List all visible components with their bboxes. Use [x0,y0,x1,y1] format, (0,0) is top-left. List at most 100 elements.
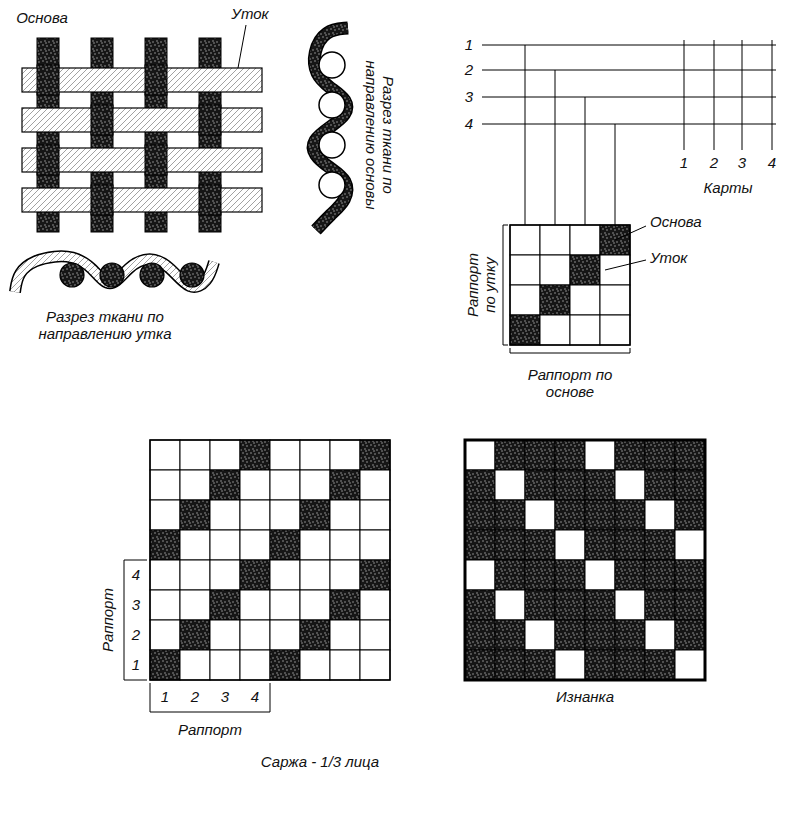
weave-cell [180,590,210,620]
warp-over-weft [145,65,167,95]
weave-cell [210,620,240,650]
weave-cell [675,530,705,560]
card-line [684,40,685,150]
callout-label: Основа [650,213,702,230]
weave-cell [210,560,240,590]
weave-cell [360,500,390,530]
weave-cell [240,530,270,560]
weave-cell [615,560,645,590]
weave-cell [645,530,675,560]
weave-cell [495,590,525,620]
cards-label: Карты [703,179,752,196]
weave-cell [510,285,540,315]
weft-thread [22,108,262,132]
warp-over-weft [199,185,221,215]
weave-cell [525,440,555,470]
weft-cross-section [319,92,345,118]
weave-cell [540,225,570,255]
weave-cell [330,470,360,500]
weave-cell [180,440,210,470]
weave-cell [525,560,555,590]
warp-over-weft [37,145,59,175]
weave-cell [270,500,300,530]
weave-cell [555,620,585,650]
weave-cell [180,620,210,650]
weave-cell [540,255,570,285]
shaft-number: 4 [465,115,473,132]
weave-cell [585,620,615,650]
weave-cell [675,650,705,680]
draft-lines [482,40,776,225]
warp-thread [313,28,348,230]
section-caption: Разрез ткани по направлению основы [363,50,398,220]
weave-cell [585,470,615,500]
weave-cell [300,650,330,680]
weave-cell [585,590,615,620]
weft-cross-section [319,132,345,158]
weave-caption: Саржа - 1/3 лица [261,753,379,770]
bracket-line [503,225,508,345]
weave-cell [525,470,555,500]
repeat-number: 2 [191,688,199,705]
weave-cell [270,440,300,470]
weave-cell [675,470,705,500]
weave-cell [465,560,495,590]
weave-cell [555,470,585,500]
weave-cell [300,470,330,500]
weave-cell [270,470,300,500]
weave-cell [495,530,525,560]
weave-cell [510,315,540,345]
weave-cell [180,560,210,590]
shaft-line [482,45,776,46]
repeat-number: 4 [251,688,259,705]
weave-cell [615,530,645,560]
weave-cell [570,285,600,315]
repeat-number: 4 [132,566,140,583]
threading-line [525,45,526,225]
repeat-number: 2 [132,626,140,643]
weft-thread [22,188,262,212]
weave-cell [300,500,330,530]
card-line [714,40,715,150]
weave-cell [645,650,675,680]
twill-back [465,440,705,680]
weave-cell [675,440,705,470]
shaft-number: 1 [465,36,473,53]
weave-cell [495,620,525,650]
weave-cell [300,530,330,560]
weave-cell [180,470,210,500]
weave-cell [465,620,495,650]
weave-cell [150,620,180,650]
repeat-label: Раппорт [99,588,116,652]
warp-thread [91,38,113,232]
weave-cell [600,255,630,285]
warp-cross-section [180,263,204,287]
weave-cell [240,500,270,530]
card-number: 3 [738,154,746,171]
weave-cell [675,500,705,530]
shaft-number: 2 [465,61,473,78]
weave-cell [360,560,390,590]
weave-cell [585,560,615,590]
weave-cell [180,500,210,530]
weave-cell [180,530,210,560]
weave-cell [600,315,630,345]
weave-cell [330,560,360,590]
weave-cell [465,590,495,620]
weave-cell [270,650,300,680]
weave-cell [210,500,240,530]
card-number: 1 [680,154,688,171]
weave-cell [555,590,585,620]
weave-cell [240,560,270,590]
weave-cell [240,470,270,500]
weave-cell [300,440,330,470]
card-number: 4 [768,154,776,171]
repeat-label: Раппорт по утку [464,248,499,323]
warp-cross-section [60,263,84,287]
bracket-line [615,226,646,240]
weave-cell [510,255,540,285]
threading-line [585,97,586,225]
weave-cell [360,620,390,650]
shaft-number: 3 [465,88,473,105]
